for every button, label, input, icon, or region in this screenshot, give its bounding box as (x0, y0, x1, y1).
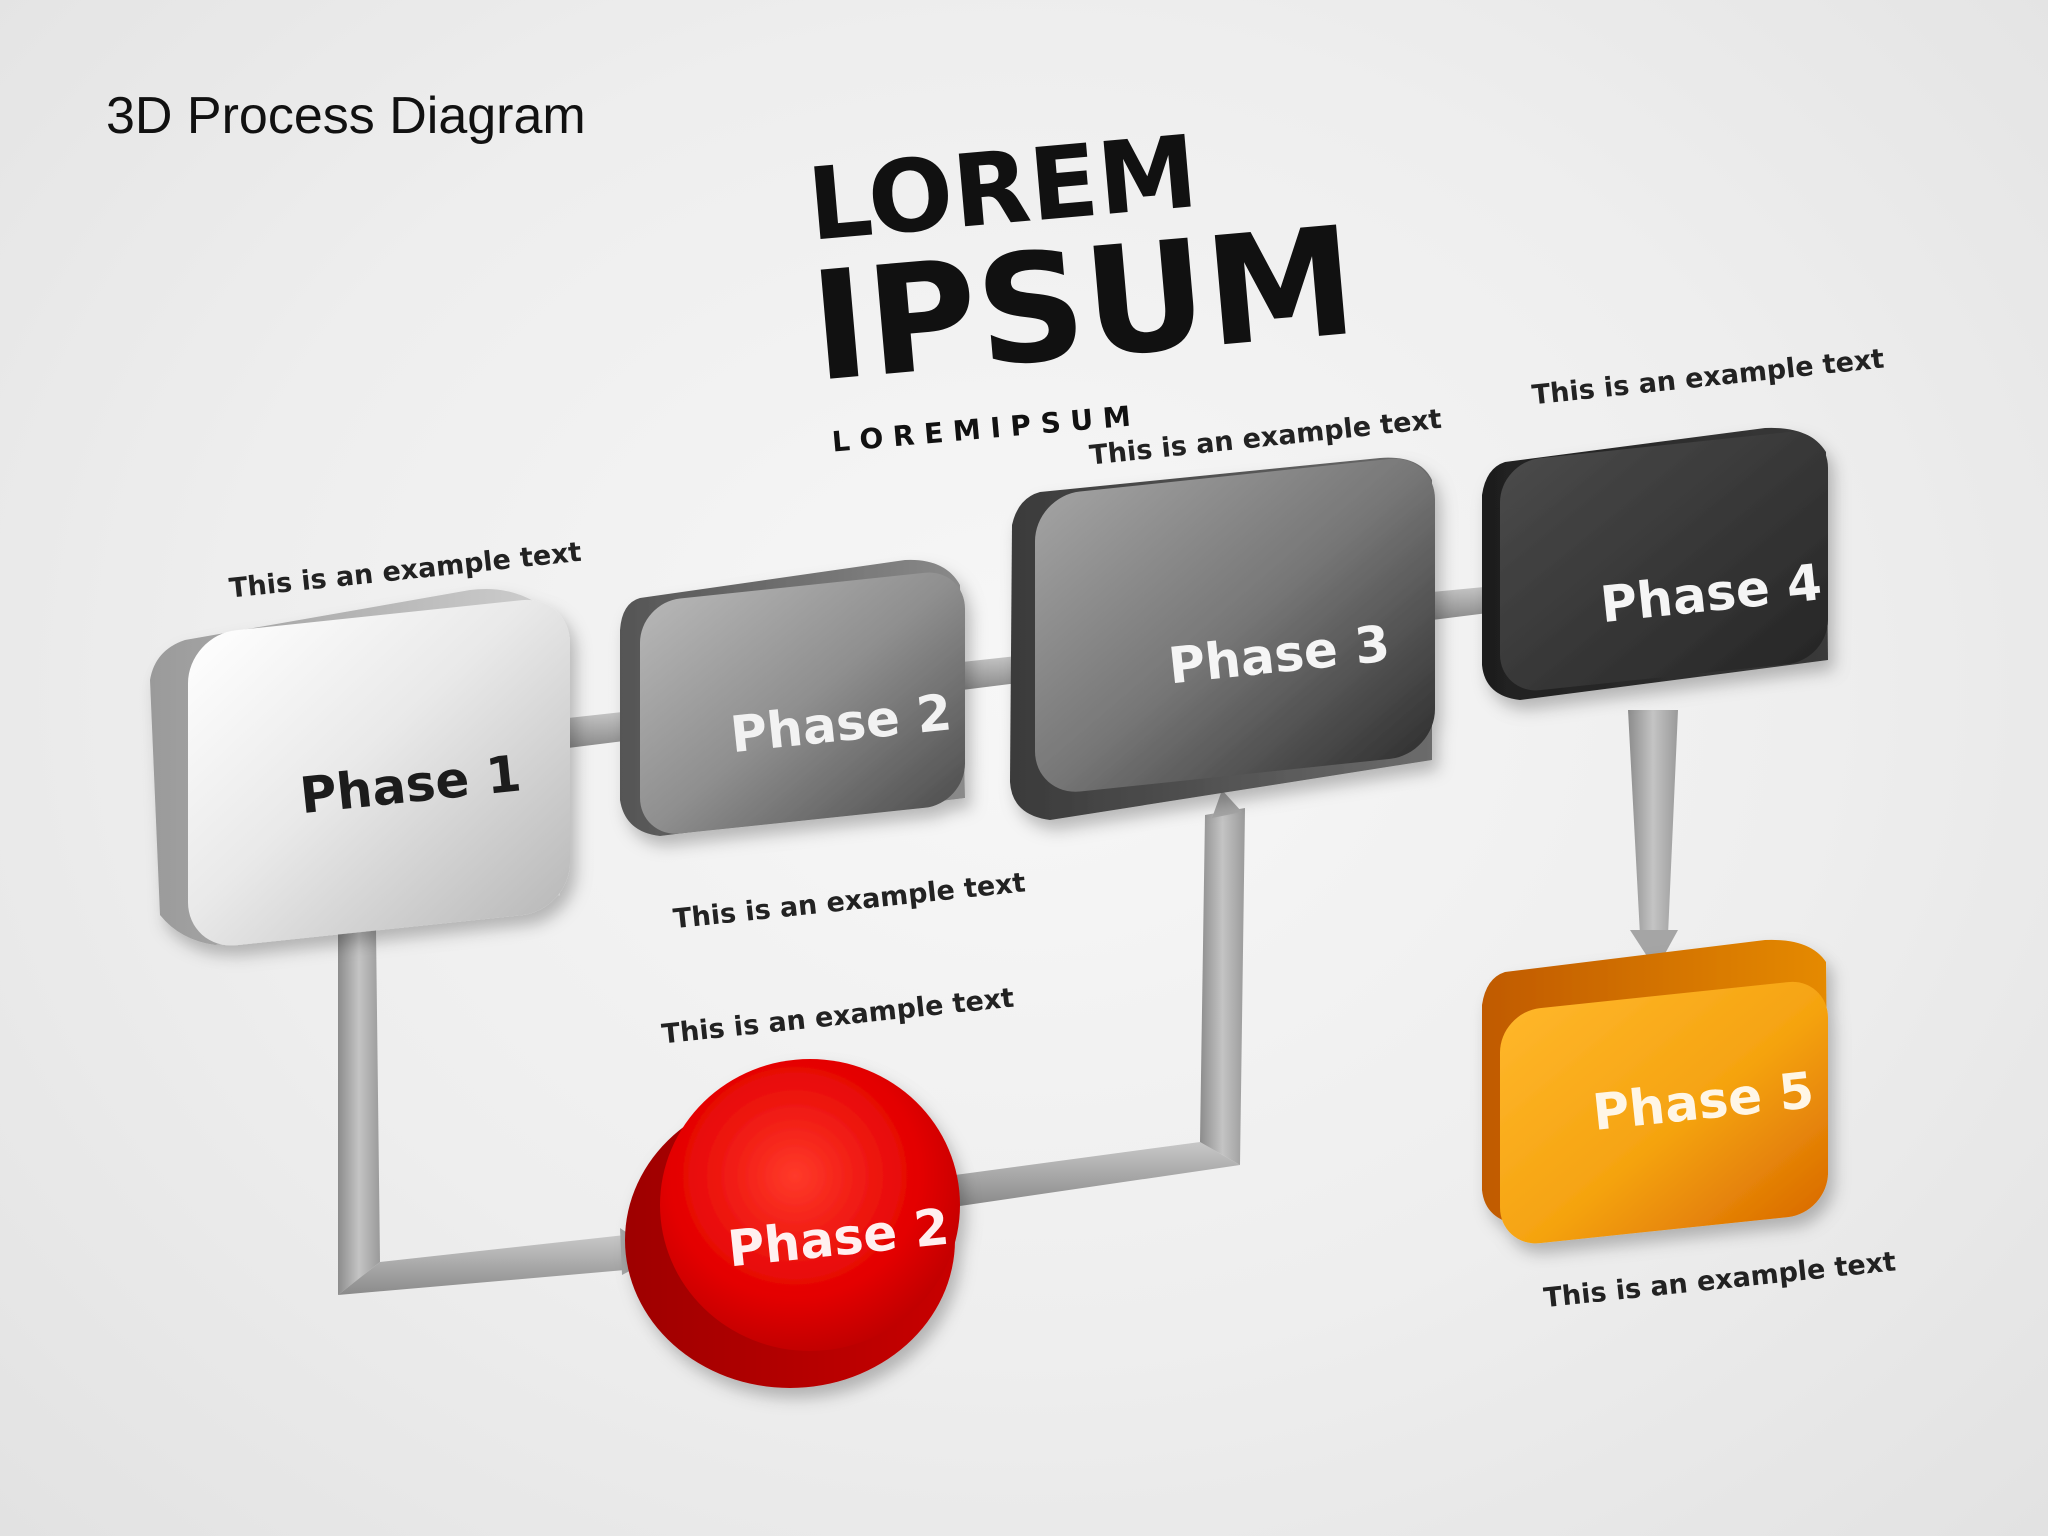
connector-arrow (1628, 710, 1678, 935)
connector-pipe (955, 1142, 1240, 1206)
phase-5-caption: This is an example text (1542, 1246, 1897, 1314)
slide-title: 3D Process Diagram (106, 87, 586, 145)
phase-1-caption: This is an example text (228, 537, 583, 605)
phase-2-circle[interactable]: Phase 2 (625, 1059, 960, 1388)
phase-3-block[interactable]: Phase 3 (1010, 454, 1435, 820)
connector-pipe (1200, 808, 1245, 1165)
logo: LOREM IPSUM L O R E M I P S U M (803, 113, 1362, 459)
phase-4-block[interactable]: Phase 4 (1482, 427, 1828, 700)
connector-pipe (338, 1235, 625, 1295)
phase-2-circle-caption: This is an example text (660, 983, 1015, 1051)
phase-5-block[interactable]: Phase 5 (1482, 939, 1828, 1247)
arrow-head-icon (1212, 790, 1242, 818)
phase-2-caption: This is an example text (672, 867, 1027, 935)
phase-1-block[interactable]: Phase 1 (150, 589, 570, 950)
arrow-head-icon (1630, 930, 1678, 970)
connector-pipe (338, 930, 380, 1295)
phase-2-block[interactable]: Phase 2 (620, 559, 965, 838)
phase-4-caption: This is an example text (1530, 344, 1885, 412)
